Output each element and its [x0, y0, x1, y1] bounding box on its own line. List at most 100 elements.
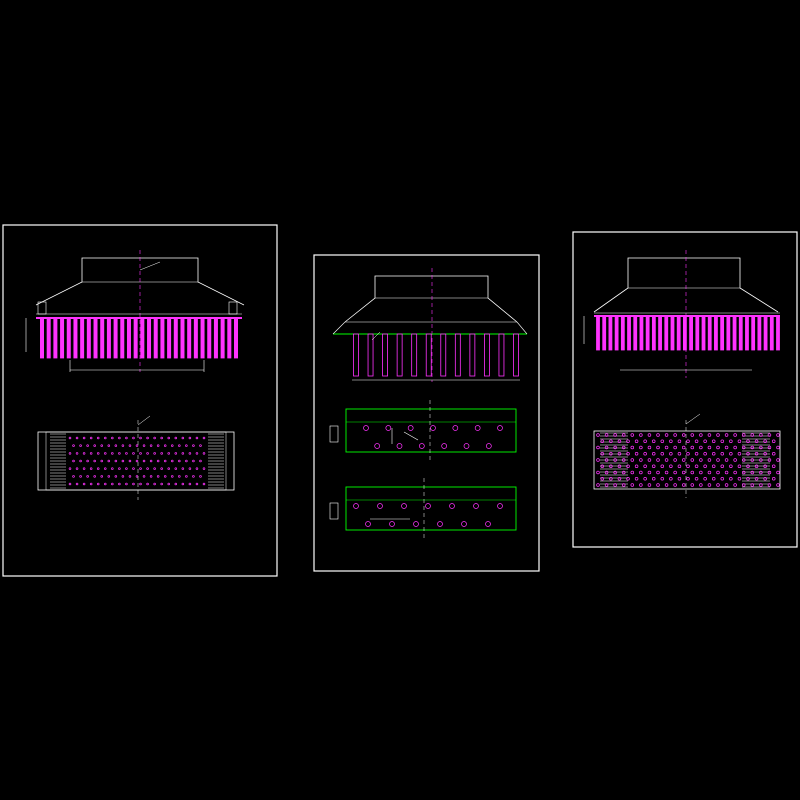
plan-hatch — [50, 433, 224, 489]
pile — [133, 317, 138, 359]
plan-pile — [135, 444, 139, 447]
plan-pile — [741, 470, 746, 475]
plan-pile — [118, 436, 121, 440]
plan-pile — [160, 436, 163, 440]
pile — [80, 317, 85, 359]
pile — [353, 333, 359, 377]
plan-pile — [763, 439, 767, 444]
plan-pile — [396, 443, 403, 449]
plan-pile — [771, 477, 776, 481]
plan-pile — [707, 470, 712, 475]
plan-pile — [733, 458, 737, 462]
plan-pile — [600, 477, 605, 481]
plan-pile — [104, 436, 107, 440]
plan-pile — [699, 458, 703, 462]
plan-pile — [664, 445, 669, 450]
plan-pile — [156, 475, 160, 478]
plan-pile — [596, 433, 600, 437]
plan-pile — [720, 439, 725, 444]
sheet-1-elevation — [25, 250, 245, 372]
plan-pile — [711, 452, 716, 456]
plan-pile — [630, 445, 635, 450]
plan-pile — [68, 482, 72, 486]
plan-pile — [656, 445, 660, 450]
plan-section-mark — [329, 502, 339, 520]
plan-pile — [630, 433, 635, 437]
pile — [732, 315, 737, 351]
sheet-2-elevation — [332, 268, 528, 382]
plan-pile — [452, 425, 459, 431]
plan-pile — [96, 482, 100, 486]
plan-pile — [132, 436, 135, 440]
plan-pile — [711, 439, 716, 444]
pile — [513, 333, 519, 377]
pile — [763, 315, 768, 351]
plan-pile — [149, 475, 153, 478]
plan-pile — [153, 467, 156, 470]
plan-pile — [353, 503, 359, 509]
plan-pile — [385, 425, 392, 431]
plan-pile — [690, 470, 695, 475]
plan-pile — [634, 452, 639, 456]
plan-pile — [664, 458, 669, 462]
plan-pile — [474, 425, 481, 431]
plan-leader — [137, 415, 151, 426]
plan-pile — [473, 503, 479, 509]
plan-pile — [178, 444, 181, 447]
plan-pile — [711, 477, 716, 481]
plan-pile — [746, 464, 750, 469]
plan-pile — [125, 436, 128, 440]
plan-pile — [643, 452, 647, 456]
plan-pile — [79, 444, 82, 447]
plan-pile — [596, 470, 600, 475]
plan-pile — [114, 459, 118, 463]
pile — [454, 333, 461, 377]
plan-pile — [104, 452, 107, 455]
plan-pile — [613, 470, 617, 475]
plan-pile — [699, 445, 703, 450]
plan-pile — [656, 483, 660, 487]
pile — [689, 315, 694, 351]
plan-pile — [195, 436, 199, 440]
plan-pile — [171, 444, 174, 447]
plan-pile — [771, 464, 776, 469]
pile-group — [353, 333, 519, 377]
pile — [620, 315, 625, 351]
plan-pile — [729, 464, 733, 469]
pile — [469, 333, 476, 377]
plan-pile — [374, 443, 381, 449]
pile — [676, 315, 681, 351]
plan-pile — [647, 433, 652, 437]
side-ditch-left — [37, 301, 47, 315]
plan-pile — [754, 464, 759, 469]
spacing-dimension — [403, 431, 419, 441]
plan-pile — [754, 477, 759, 481]
plan-pile — [746, 439, 750, 444]
plan-pile — [767, 433, 772, 437]
plan-pile — [763, 464, 767, 469]
plan-pile — [729, 452, 733, 456]
plan-pile — [100, 475, 103, 478]
plan-pile — [651, 439, 656, 444]
pile — [738, 315, 743, 351]
plan-pile — [656, 458, 660, 462]
plan-pile — [690, 458, 695, 462]
plan-pile — [365, 521, 371, 527]
plan-pile — [600, 464, 605, 469]
pile — [60, 317, 65, 359]
plan-pile — [96, 452, 100, 455]
pile — [440, 333, 447, 377]
plan-pile — [694, 439, 699, 444]
plan-pile — [149, 459, 153, 463]
plan-pile — [686, 477, 690, 481]
plan-pile — [389, 521, 395, 527]
plan-pile — [703, 464, 707, 469]
sheet-3-elevation — [583, 250, 780, 378]
plan-pile — [437, 521, 443, 527]
sheet-2-frame — [313, 254, 540, 572]
plan-pile — [647, 483, 652, 487]
plan-pile — [604, 445, 609, 450]
plan-pile — [699, 433, 703, 437]
plan-pile — [707, 458, 712, 462]
pile — [207, 317, 212, 359]
